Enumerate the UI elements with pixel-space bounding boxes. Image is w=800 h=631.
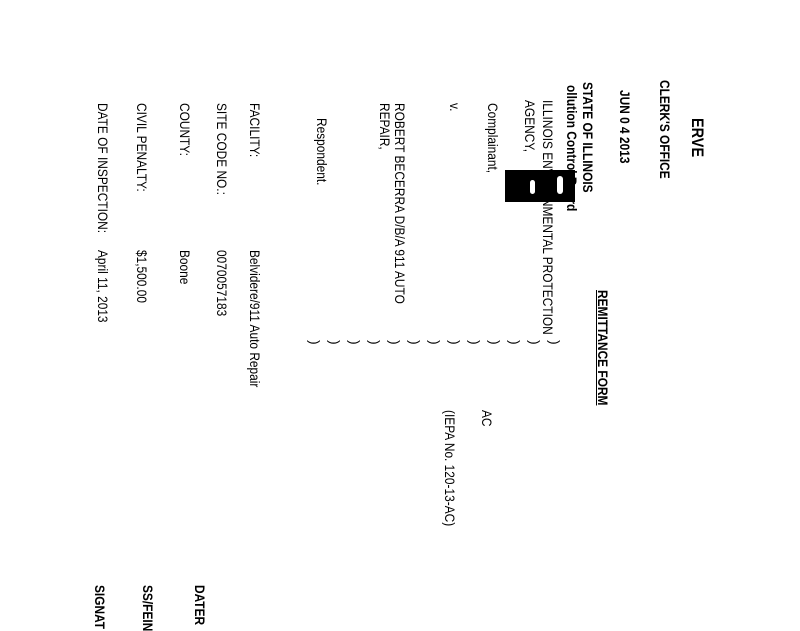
facility-value: Belvidere/911 Auto Repair xyxy=(247,250,263,388)
stamp-state: STATE OF ILLINOIS xyxy=(580,82,596,193)
inspection-date-label: DATE OF INSPECTION: xyxy=(95,103,111,234)
respondent-name: ROBERT BECERRA D/B/A 911 AUTO xyxy=(392,103,408,304)
ss-fein-label: SS/FEIN xyxy=(140,585,156,631)
caption-bracket: ) xyxy=(507,340,523,345)
caption-bracket: ) xyxy=(367,340,383,345)
caption-bracket: ) xyxy=(407,340,423,345)
case-number: (IEPA No. 120-13-AC) xyxy=(442,410,458,527)
stamp-date: JUN 0 4 2013 xyxy=(617,90,633,164)
facility-label: FACILITY: xyxy=(247,103,263,158)
inspection-date-value: April 11, 2013 xyxy=(95,250,111,323)
civil-penalty-value: $1,500.00 xyxy=(134,250,150,303)
caption-bracket: ) xyxy=(547,340,563,345)
civil-penalty-label: CIVIL PENALTY: xyxy=(134,103,150,192)
site-code-label: SITE CODE NO.: xyxy=(214,103,230,195)
caption-bracket: ) xyxy=(447,340,463,345)
caption-bracket: ) xyxy=(347,340,363,345)
date-received-label: DATER xyxy=(192,585,208,626)
redaction-box xyxy=(505,170,575,202)
caption-bracket: ) xyxy=(387,340,403,345)
caption-bracket: ) xyxy=(487,340,503,345)
stamp-received: ERVE xyxy=(688,118,707,158)
versus: v. xyxy=(447,103,463,112)
site-code-value: 0070057183 xyxy=(214,250,230,317)
document-page: ERVE CLERK'S OFFICE JUN 0 4 2013 REMITTA… xyxy=(0,0,800,618)
complainant-name-cont: AGENCY, xyxy=(522,100,538,153)
complainant-label: Complainant, xyxy=(485,103,501,174)
page-title: REMITTANCE FORM xyxy=(595,290,611,406)
complainant-name: ILLINOIS ENVIRONMENTAL PROTECTION xyxy=(540,100,556,335)
stamp-clerks-office: CLERK'S OFFICE xyxy=(657,80,673,179)
caption-bracket: ) xyxy=(427,340,443,345)
caption-bracket: ) xyxy=(327,340,343,345)
caption-bracket: ) xyxy=(307,340,323,345)
respondent-label: Respondent. xyxy=(314,118,330,186)
county-value: Boone xyxy=(177,250,193,285)
case-type: AC xyxy=(479,410,495,427)
caption-bracket: ) xyxy=(527,340,543,345)
respondent-name-cont: REPAIR, xyxy=(377,103,393,150)
caption-bracket: ) xyxy=(467,340,483,345)
signature-label: SIGNAT xyxy=(92,585,108,630)
county-label: COUNTY: xyxy=(177,103,193,156)
